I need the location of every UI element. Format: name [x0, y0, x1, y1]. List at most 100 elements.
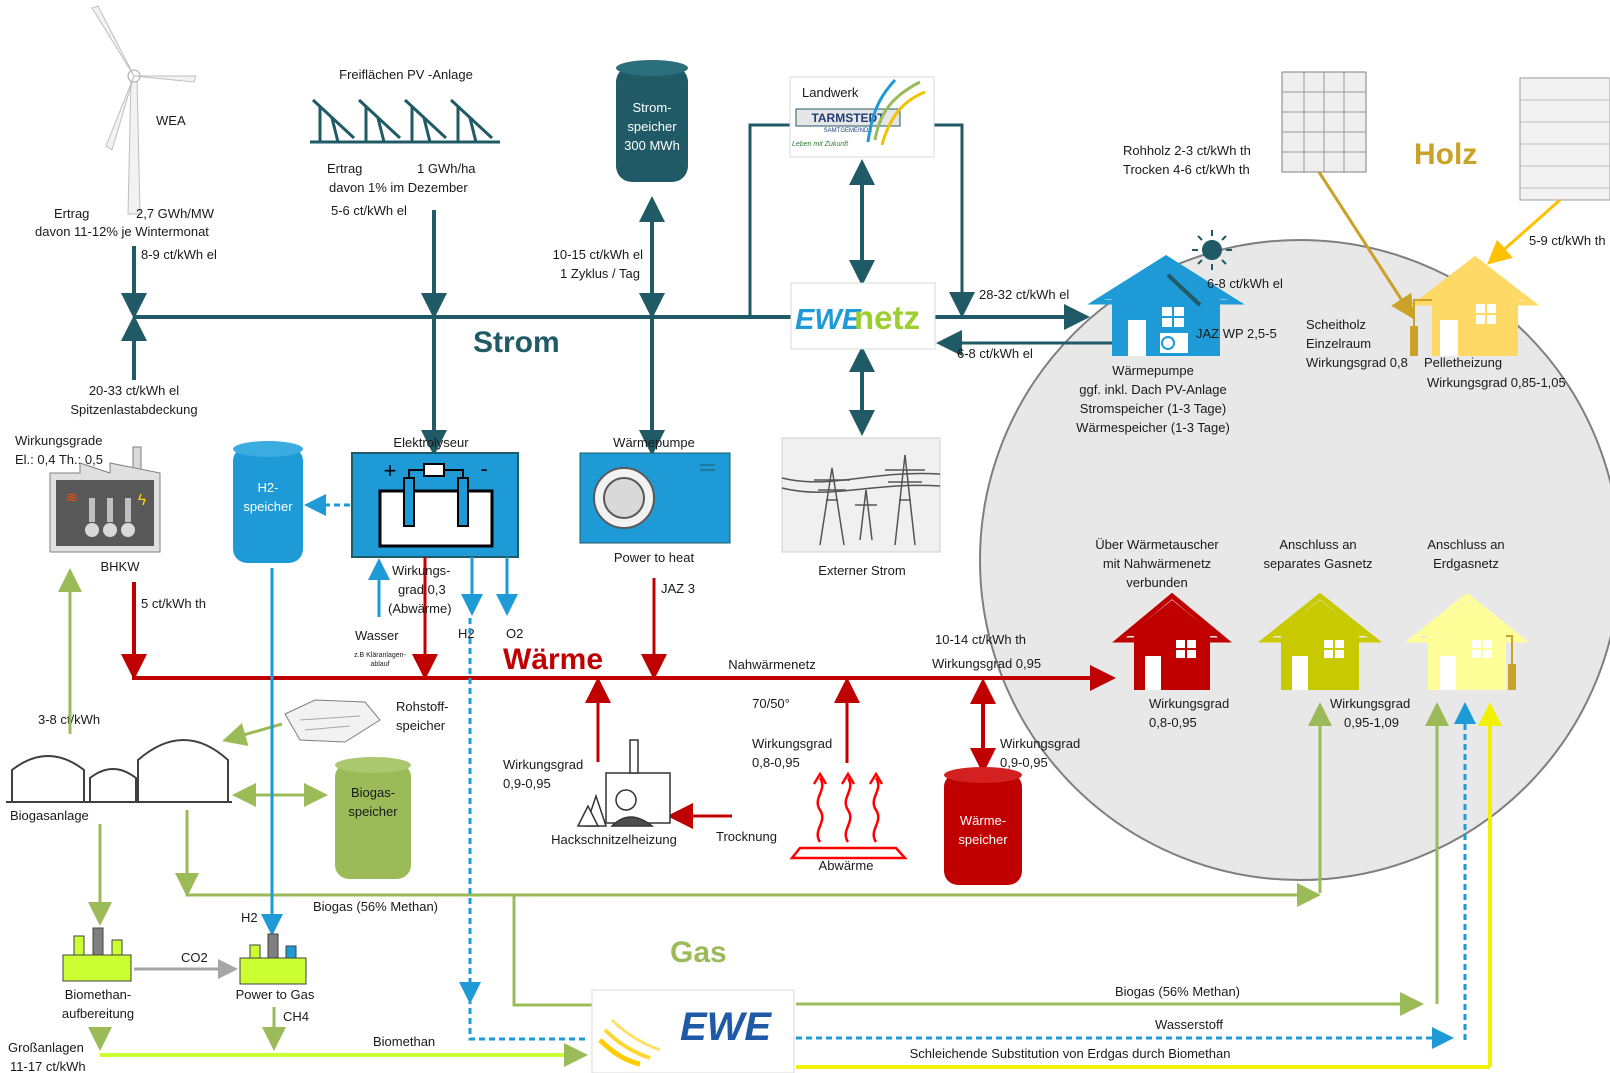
ewenetz-part2: netz: [854, 299, 920, 336]
elektrolyseur-box: + -: [351, 452, 519, 558]
ewe-substitution-label: Schleichende Substitution von Erdgas dur…: [910, 1046, 1231, 1061]
woodchip-plant-icon: [576, 739, 671, 827]
stromspeicher-line2: speicher: [627, 119, 677, 134]
holz-trocken: Trocken 4-6 ct/kWh th: [1123, 162, 1250, 177]
power-to-gas-icon: [239, 933, 307, 985]
biogas-to-ewe: [512, 895, 592, 1007]
ch4-label: CH4: [283, 1009, 309, 1024]
elektrolyseur-plus: +: [384, 458, 397, 483]
consumer-circle: [979, 239, 1610, 881]
bhkw-price: 20-33 ct/kWh el: [89, 383, 179, 398]
solar-panel-icon: [310, 98, 500, 144]
wea-price: 8-9 ct/kWh el: [141, 247, 217, 262]
house-pellet-icon: [1410, 255, 1540, 356]
extern-label: Externer Strom: [818, 563, 905, 578]
svg-text:ϟ: ϟ: [138, 492, 147, 509]
wea-ertrag-label: Ertrag: [54, 206, 89, 221]
gas-heading: Gas: [670, 936, 727, 969]
holz-scheitholz3: Wirkungsgrad 0,8: [1306, 355, 1408, 370]
wea-ertrag-value: 2,7 GWh/MW: [136, 206, 215, 221]
house-red-eff1: Wirkungsgrad: [1149, 696, 1229, 711]
wasser-note2: ablauf: [370, 661, 389, 668]
rohstoff-to-biogas: [222, 722, 283, 747]
waerme-heading: Wärme: [503, 643, 603, 676]
hackschnitzel-eff2: 0,9-0,95: [503, 776, 551, 791]
abwaerme-eff1: Wirkungsgrad: [752, 736, 832, 751]
biomethan-line2: aufbereitung: [62, 1006, 134, 1021]
ewenetz-logo: EWE netz: [790, 282, 936, 350]
landwerk-brand: TARMSTEDT: [811, 111, 885, 125]
bhkw-engine-icon: ≋ ϟ: [49, 446, 161, 553]
ewe-logo-text: EWE: [680, 1005, 772, 1049]
h2-dashed-line: [468, 618, 586, 1041]
biogas-speicher: Biogas- speicher: [335, 757, 411, 879]
strom-heading: Strom: [473, 326, 560, 359]
landwerk-sub: SAMTGEMEINDE: [824, 128, 873, 134]
house-gasnetz-line1: Anschluss an: [1279, 537, 1356, 552]
pv-december: davon 1% im Dezember: [329, 180, 468, 195]
grossanlagen-line2: 11-17 ct/kWh: [10, 1059, 86, 1073]
o2-label: O2: [506, 626, 523, 641]
waermespeicher-eff2: 0,9-0,95: [1000, 755, 1048, 770]
wp-stromspeicher-line: Stromspeicher (1-3 Tage): [1080, 401, 1226, 416]
house-gasnetz-line2: separates Gasnetz: [1263, 556, 1372, 571]
waermespeicher-eff1: Wirkungsgrad: [1000, 736, 1080, 751]
wp-name: Wärmepumpe: [1112, 363, 1194, 378]
ewe-biogas-label: Biogas (56% Methan): [1115, 984, 1240, 999]
wp-jaz: JAZ WP 2,5-5: [1196, 326, 1277, 341]
house-heatpump-icon: [1087, 255, 1245, 356]
bhkw-desc: Spitzenlastabdeckung: [70, 402, 197, 417]
p2g-label: Power to Gas: [236, 987, 315, 1002]
elektrolyseur-eff1: Wirkungs-: [392, 563, 451, 578]
nahwaermenetz-price: 10-14 ct/kWh th: [935, 632, 1026, 647]
house-red-icon: [1112, 592, 1232, 690]
stromspeicher-price: 10-15 ct/kWh el: [553, 247, 643, 262]
rohstoff-speicher-icon: [284, 699, 381, 743]
pv-title: Freiflächen PV -Anlage: [339, 67, 473, 82]
biogas-anlage: Biogasanlage: [10, 808, 89, 823]
wea-winter: davon 11-12% je Wintermonat: [35, 224, 209, 239]
biogas-speicher-line2: speicher: [348, 804, 398, 819]
house-nahwaerme-line2: mit Nahwärmenetz: [1103, 556, 1211, 571]
house-erdgas-line2: Erdgasnetz: [1433, 556, 1499, 571]
biogas-speicher-line1: Biogas-: [351, 785, 395, 800]
holz-scheitholz2: Einzelraum: [1306, 336, 1371, 351]
house-lightyellow-icon: [1404, 592, 1530, 690]
biomethan-plant-icon: [62, 927, 132, 982]
elektrolyseur-minus: -: [480, 456, 487, 481]
holz-arrow-scheitholz: [1317, 171, 1415, 320]
p2g-h2-label: H2: [241, 910, 258, 925]
waste-heat-icon: [789, 771, 908, 860]
landwerk-label: Landwerk: [802, 85, 859, 100]
house-olive-eff1: Wirkungsgrad: [1330, 696, 1410, 711]
pv-ertrag-value: 1 GWh/ha: [417, 161, 476, 176]
elektrolyseur-eff3: (Abwärme): [388, 601, 452, 616]
pv-price: 5-6 ct/kWh el: [331, 203, 407, 218]
stromspeicher: Strom- speicher 300 MWh: [616, 60, 688, 182]
ewe-wasserstoff-label: Wasserstoff: [1155, 1017, 1223, 1032]
holz-arrow-pellet: [1487, 198, 1561, 265]
holz-pellet1: Pelletheizung: [1424, 355, 1502, 370]
bhkw-name: BHKW: [101, 559, 141, 574]
h2-label: H2: [458, 626, 475, 641]
wind-turbine-icon: [91, 5, 197, 215]
biomethan-label: Biomethan: [373, 1034, 435, 1049]
co2-label: CO2: [181, 950, 208, 965]
h2speicher-line1: H2-: [258, 480, 279, 495]
wp-center-label: Power to heat: [614, 550, 695, 565]
hackschnitzel-eff1: Wirkungsgrad: [503, 757, 583, 772]
nahwaermenetz-eff: Wirkungsgrad 0,95: [932, 656, 1041, 671]
holz-scheitholz1: Scheitholz: [1306, 317, 1366, 332]
abwaerme-name: Abwärme: [819, 858, 874, 873]
house-nahwaerme-line3: verbunden: [1126, 575, 1187, 590]
nahwaermenetz-label: Nahwärmenetz: [728, 657, 815, 672]
rohstoff-line2: speicher: [396, 718, 446, 733]
stromspeicher-line1: Strom-: [633, 100, 672, 115]
elektrolyseur-title: Elektrolyseur: [393, 435, 469, 450]
abwaerme-eff2: 0,8-0,95: [752, 755, 800, 770]
wp-pv-price: 6-8 ct/kWh el: [1207, 276, 1283, 291]
grossanlagen-line1: Großanlagen: [8, 1040, 84, 1055]
biogas-plant-icon: [6, 739, 232, 803]
house-erdgas-line1: Anschluss an: [1427, 537, 1504, 552]
waermespeicher-line1: Wärme-: [960, 813, 1006, 828]
